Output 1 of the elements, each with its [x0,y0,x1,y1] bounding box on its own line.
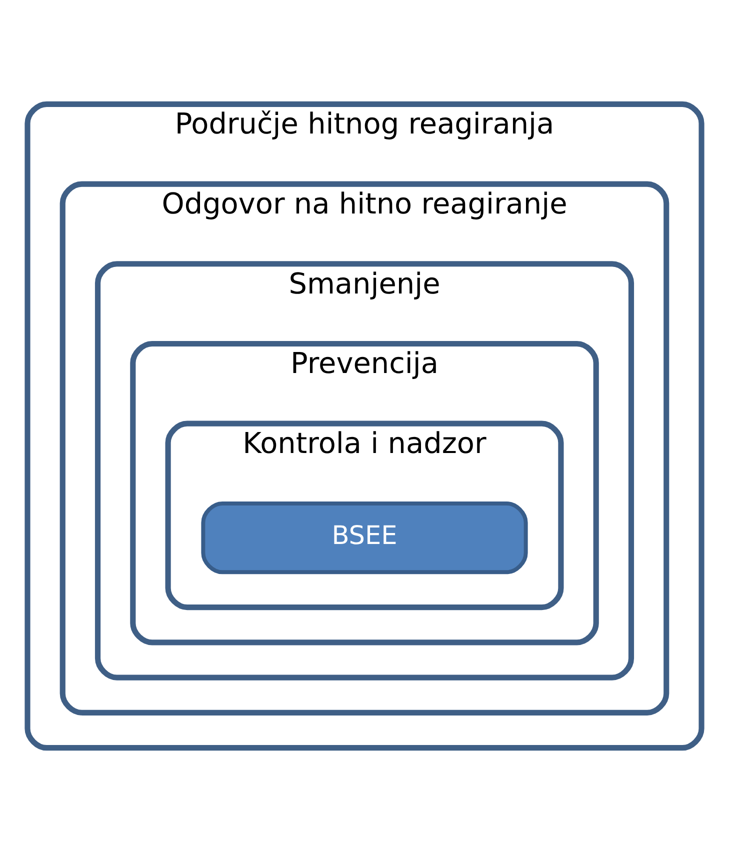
node-box: BSEE [201,501,528,574]
